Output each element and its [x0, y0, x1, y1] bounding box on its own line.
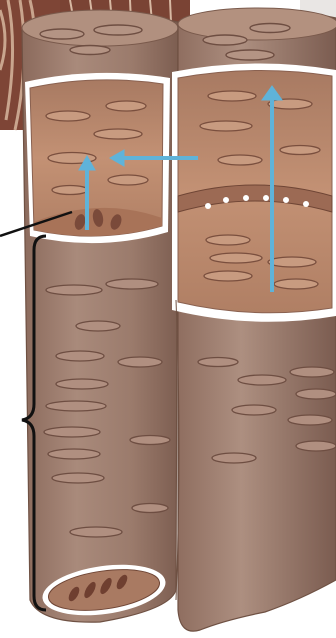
right-cutaway — [172, 63, 336, 321]
